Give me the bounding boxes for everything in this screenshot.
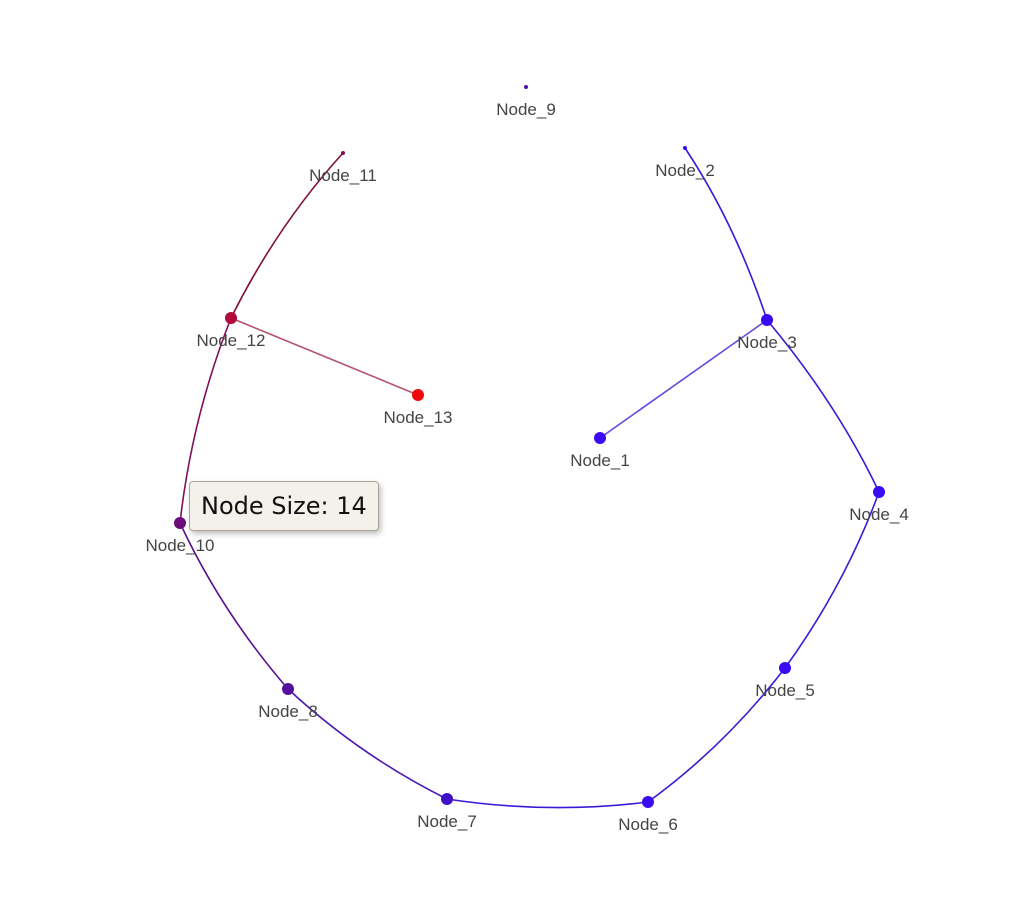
edge-node-3-node-4[interactable] bbox=[766, 319, 880, 493]
node-label-node-4: Node_4 bbox=[849, 505, 909, 524]
node-node-8[interactable] bbox=[282, 683, 294, 695]
node-node-5[interactable] bbox=[779, 662, 791, 674]
edge-node-3-node-1[interactable] bbox=[599, 319, 768, 439]
node-label-node-12: Node_12 bbox=[196, 331, 265, 350]
node-label-node-11: Node_11 bbox=[309, 166, 377, 185]
node-label-node-8: Node_8 bbox=[258, 702, 318, 721]
edge-node-10-node-12[interactable] bbox=[179, 317, 232, 524]
node-label-node-7: Node_7 bbox=[417, 812, 477, 831]
node-node-12[interactable] bbox=[225, 312, 237, 324]
edge-node-4-node-5[interactable] bbox=[784, 491, 880, 669]
node-label-node-6: Node_6 bbox=[618, 815, 678, 834]
node-node-9[interactable] bbox=[524, 85, 528, 89]
node-node-3[interactable] bbox=[761, 314, 773, 326]
node-label-node-9: Node_9 bbox=[496, 100, 556, 119]
node-node-1[interactable] bbox=[594, 432, 606, 444]
node-node-6[interactable] bbox=[642, 796, 654, 808]
node-label-node-1: Node_1 bbox=[570, 451, 630, 470]
node-node-7[interactable] bbox=[441, 793, 453, 805]
edge-node-12-node-11[interactable] bbox=[230, 152, 344, 319]
node-label-node-3: Node_3 bbox=[737, 333, 797, 352]
edge-node-5-node-6[interactable] bbox=[647, 667, 786, 803]
edge-node-6-node-7[interactable] bbox=[446, 798, 649, 809]
nodes-layer bbox=[174, 85, 885, 808]
node-label-node-5: Node_5 bbox=[755, 681, 815, 700]
edge-node-12-node-13[interactable] bbox=[230, 317, 419, 396]
node-node-13[interactable] bbox=[412, 389, 424, 401]
node-node-10[interactable] bbox=[174, 517, 186, 529]
node-node-4[interactable] bbox=[873, 486, 885, 498]
node-size-tooltip: Node Size: 14 bbox=[189, 481, 379, 531]
node-label-node-2: Node_2 bbox=[655, 161, 715, 180]
edge-node-2-node-3[interactable] bbox=[684, 147, 768, 321]
node-label-node-13: Node_13 bbox=[383, 408, 452, 427]
node-label-node-10: Node_10 bbox=[145, 536, 214, 555]
node-node-2[interactable] bbox=[683, 146, 687, 150]
edges-layer bbox=[179, 147, 880, 809]
node-node-11[interactable] bbox=[341, 151, 345, 155]
edge-node-7-node-8[interactable] bbox=[287, 688, 448, 800]
edge-node-8-node-10[interactable] bbox=[179, 522, 289, 690]
